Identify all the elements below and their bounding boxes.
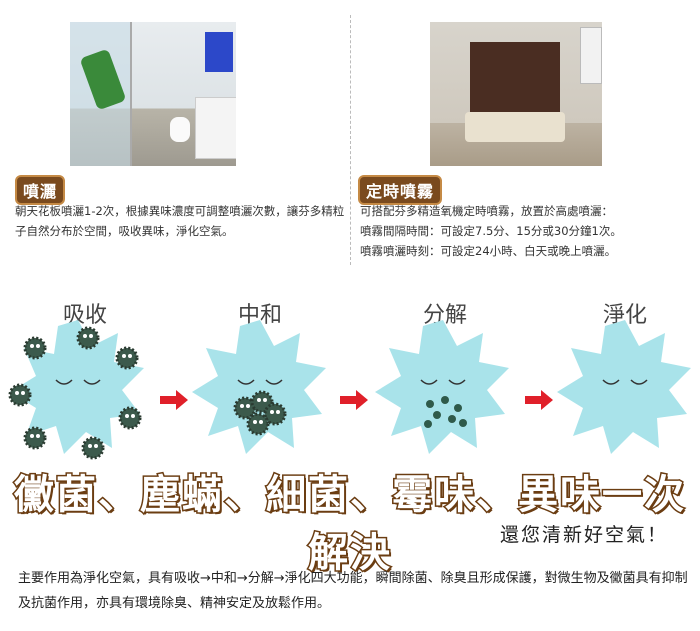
germ-icon: [81, 436, 105, 460]
divider: [350, 15, 351, 265]
spray-badge: 噴灑: [15, 175, 66, 205]
spray-description: 朝天花板噴灑1-2次，根據異味濃度可調整噴灑次數，讓芬多精粒子自然分布於空間，吸…: [15, 204, 345, 238]
germ-icon: [23, 426, 47, 450]
germ-icon: [263, 402, 287, 426]
germ-icon: [115, 346, 139, 370]
desc-line: 噴霧間隔時間：可設定7.5分、15分或30分鐘1次。: [360, 224, 622, 238]
germ-icon: [118, 406, 142, 430]
desc-line: 可搭配芬多精造氧機定時噴霧，放置於高處噴灑：: [360, 204, 613, 218]
germ-icon: [246, 412, 270, 436]
arrow-icon: [160, 390, 553, 410]
living-room-photo: [430, 22, 602, 166]
timed-spray-description: 可搭配芬多精造氧機定時噴霧，放置於高處噴灑： 噴霧間隔時間：可設定7.5分、15…: [360, 201, 695, 261]
germ-icon: [23, 336, 47, 360]
germ-icon: [8, 383, 32, 407]
headline: 黴菌、塵蟎、細菌、霉味、異味一次解決: [13, 471, 686, 578]
particles-icon: [424, 396, 467, 428]
desc-line: 噴霧噴灑時刻：可設定24小時、白天或晚上噴灑。: [360, 244, 617, 258]
bathroom-photo: [70, 22, 236, 166]
star-purify: [556, 320, 692, 455]
timed-spray-badge: 定時噴霧: [358, 175, 443, 205]
subheadline: 還您清新好空氣！: [500, 524, 669, 546]
process-illustration: [8, 320, 692, 460]
star-decompose: [374, 320, 510, 455]
germ-icon: [76, 326, 100, 350]
footer-description: 主要作用為淨化空氣，具有吸收→中和→分解→淨化四大功能，瞬間除菌、除臭且形成保護…: [18, 571, 688, 611]
